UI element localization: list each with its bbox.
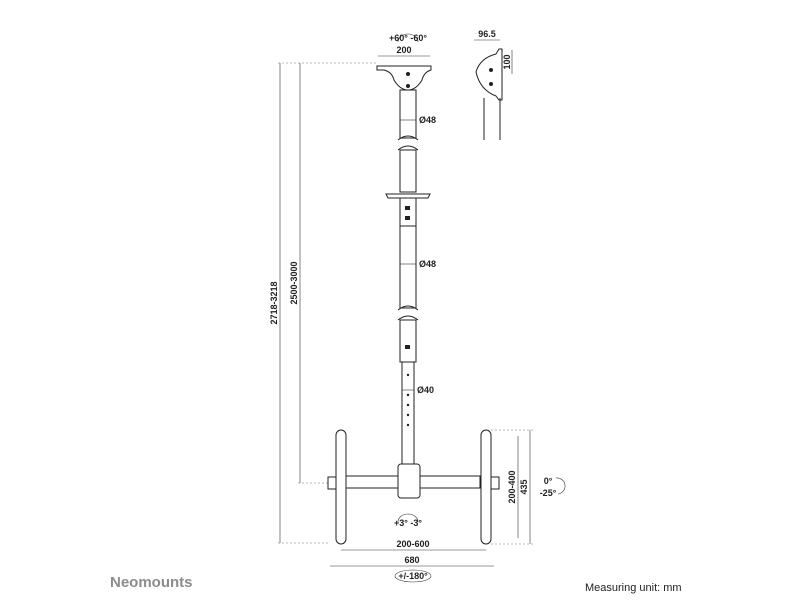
bolt <box>406 72 410 76</box>
vesa-horizontal-label: 200-600 <box>396 539 429 549</box>
bolt <box>406 84 410 88</box>
rotation-arc <box>394 569 432 583</box>
plate-height-label: 435 <box>519 479 529 494</box>
level-label: +3° -3° <box>394 518 422 528</box>
swivel-arc <box>397 33 419 43</box>
ceiling-plate <box>376 65 432 91</box>
right-knob <box>490 476 500 490</box>
center-bracket <box>397 463 421 499</box>
hole <box>406 423 410 427</box>
lower-pole <box>401 361 415 466</box>
tilt-label-min: -25° <box>540 488 557 498</box>
hole <box>406 373 410 377</box>
break-mark <box>397 135 419 151</box>
tilt-arc <box>555 477 566 495</box>
diameter-label-middle: Ø48 <box>419 259 436 269</box>
brand-logo: Neomounts <box>110 574 193 591</box>
tilt-label-max: 0° <box>544 476 553 486</box>
middle-pole <box>399 319 417 363</box>
total-height-label: 2718-3218 <box>269 281 279 324</box>
hole <box>406 413 410 417</box>
coupler <box>399 197 417 227</box>
hole <box>406 403 410 407</box>
pole-height-label: 2500-3000 <box>289 261 299 304</box>
swivel-label: +60° -60° <box>389 33 427 43</box>
side-bracket <box>475 48 503 101</box>
left-plate <box>335 429 347 545</box>
hole <box>406 393 410 397</box>
diameter-label-lower: Ø40 <box>417 385 434 395</box>
arm-width-label: 680 <box>404 555 419 565</box>
left-knob <box>327 476 337 490</box>
bolt <box>405 216 410 220</box>
break-mark <box>397 305 419 321</box>
middle-pole <box>399 225 417 309</box>
side-depth-label: 96.5 <box>478 29 496 39</box>
right-plate <box>480 429 492 545</box>
bolt <box>489 82 493 86</box>
side-height-label: 100 <box>502 54 512 69</box>
level-arc <box>397 513 419 523</box>
diameter-label-upper: Ø48 <box>419 115 436 125</box>
bolt <box>489 68 493 72</box>
plate-width-label: 200 <box>396 45 411 55</box>
bolt <box>405 345 410 349</box>
vesa-vertical-label: 200-400 <box>507 470 517 503</box>
measuring-unit: Measuring unit: mm <box>585 582 682 594</box>
collar <box>385 193 431 199</box>
upper-pole <box>399 149 417 193</box>
upper-pole <box>399 89 417 139</box>
bolt <box>405 206 410 210</box>
rotation-label: +/-180° <box>398 571 428 581</box>
